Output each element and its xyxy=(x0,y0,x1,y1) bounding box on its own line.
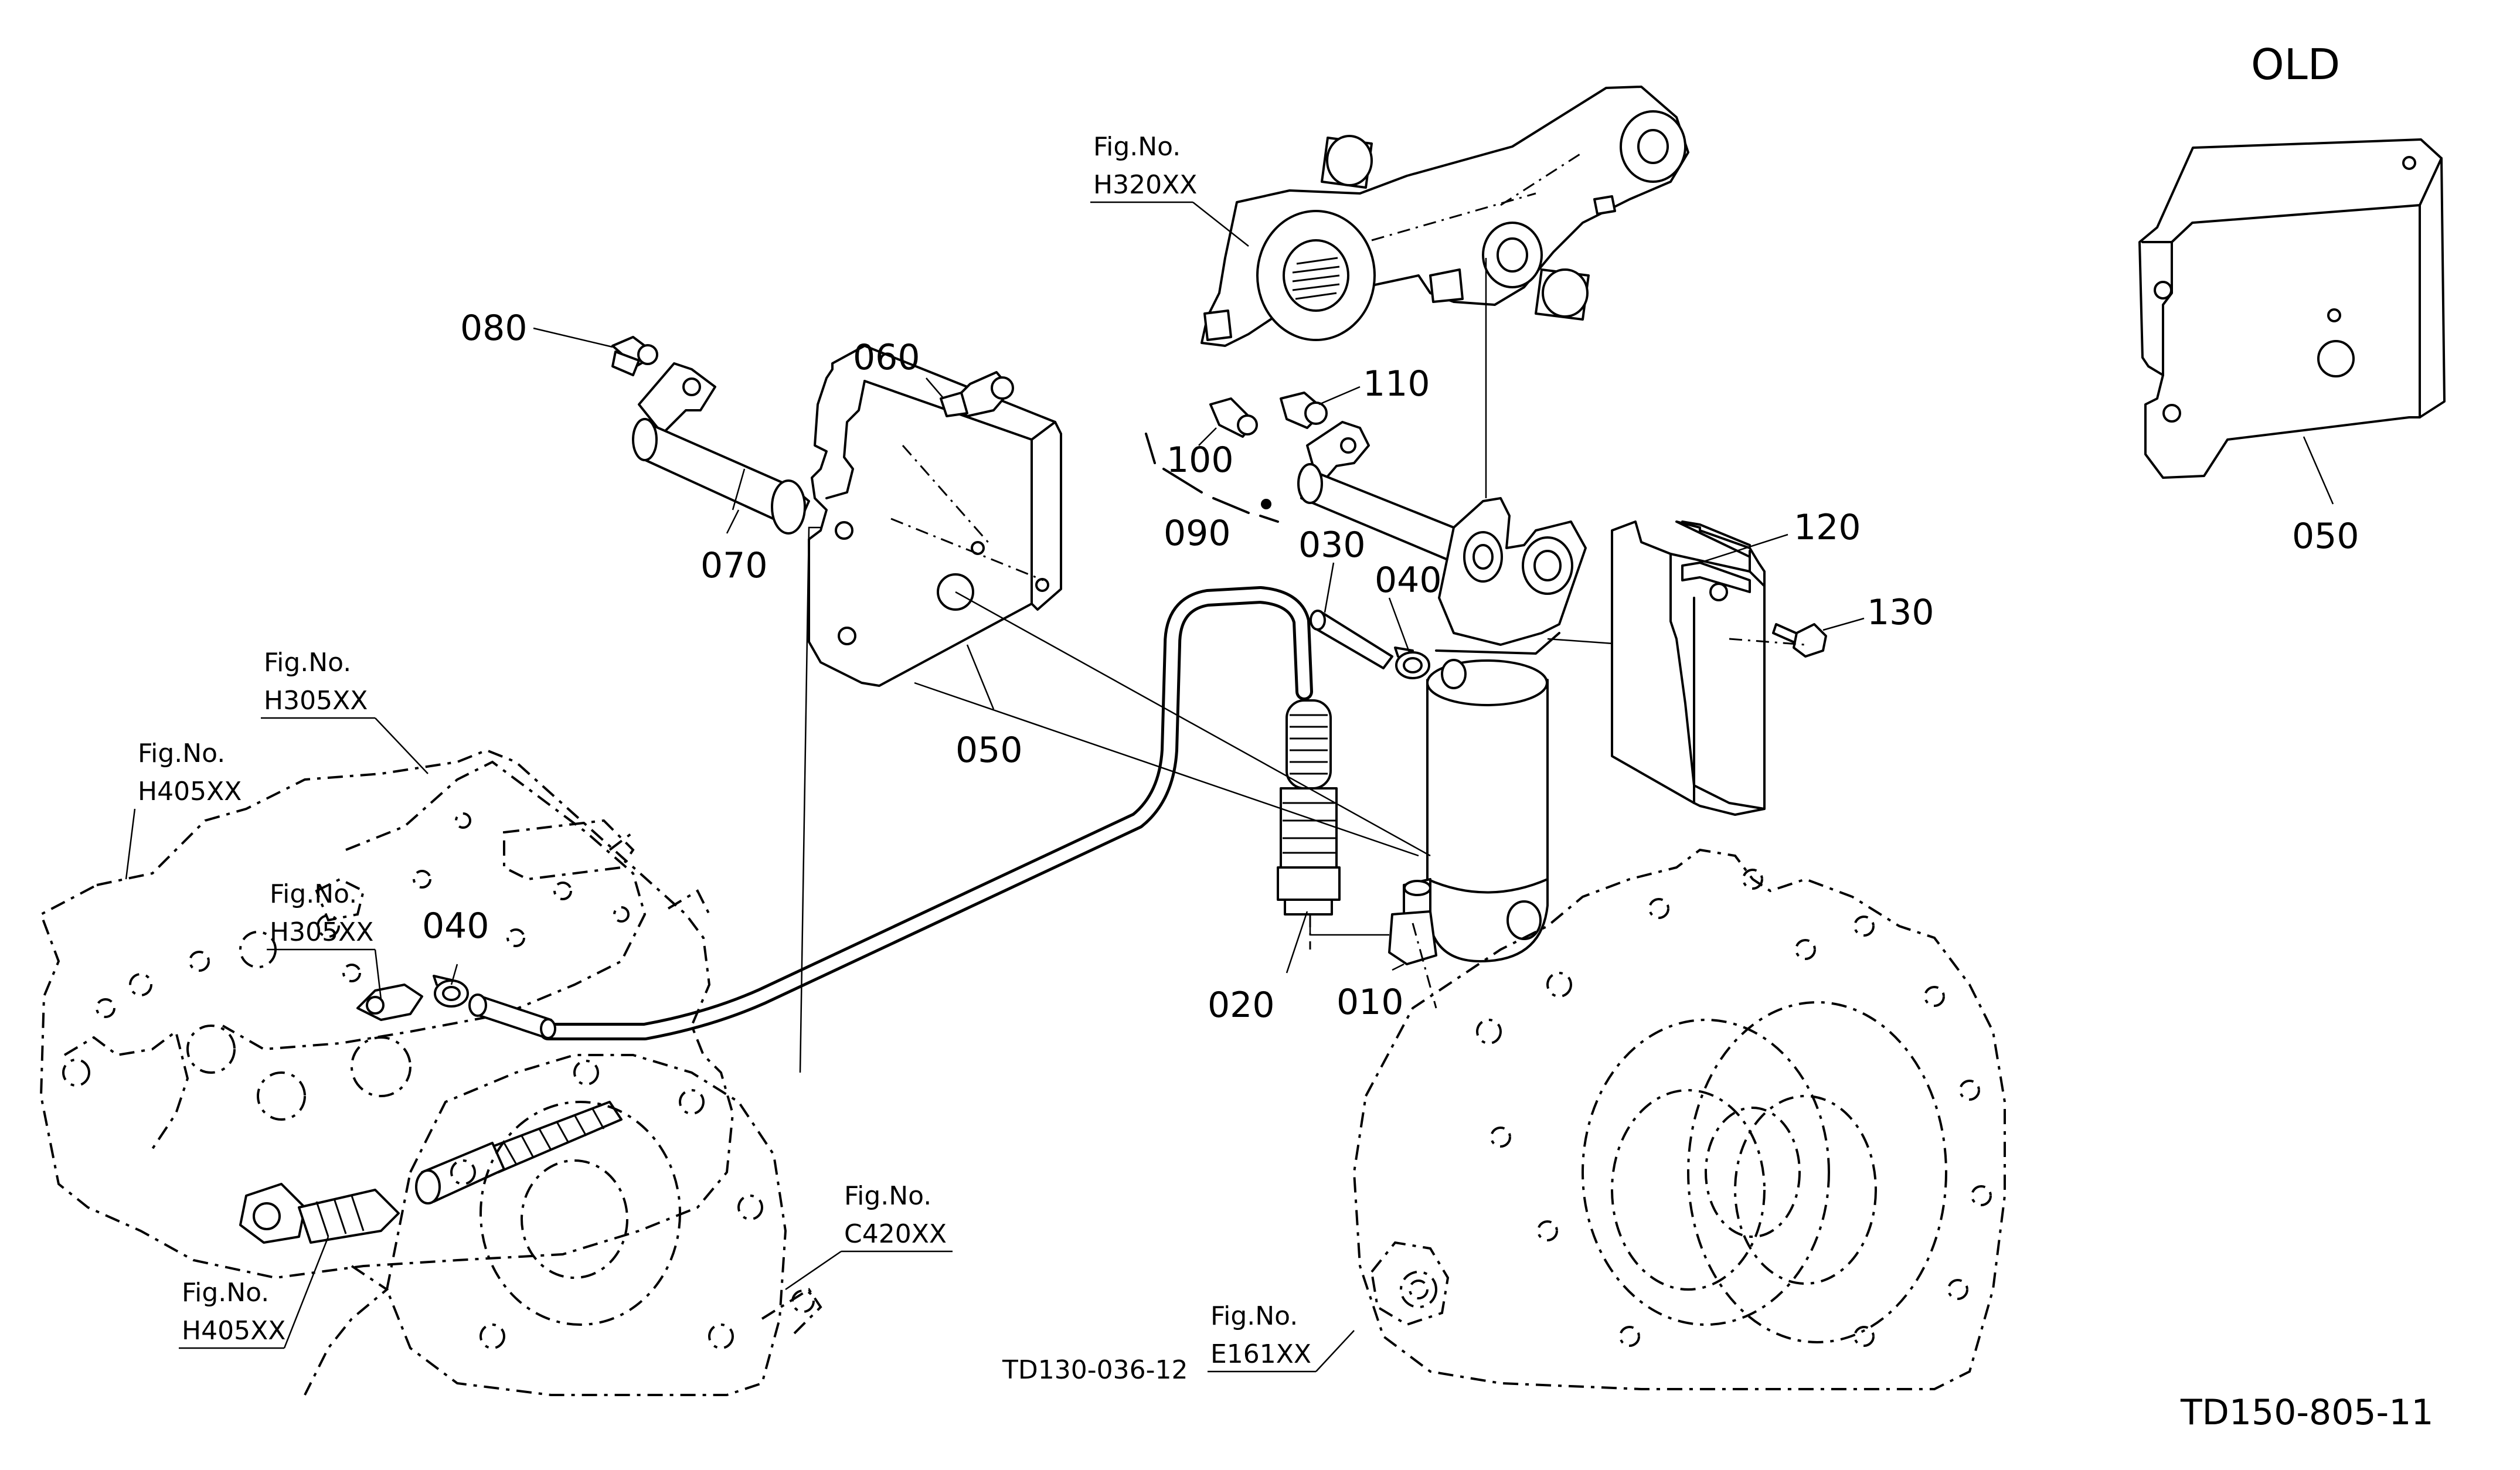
hose-sleeve-left xyxy=(468,993,556,1039)
part-label-110: 110 xyxy=(1363,363,1430,404)
fig-ref-h405-lower-line1: Fig.No. xyxy=(182,1278,269,1308)
fig-ref-h405-upper-line1: Fig.No. xyxy=(138,739,225,768)
part-label-080: 080 xyxy=(460,308,528,349)
lift-cylinder xyxy=(1426,497,1630,962)
hose-end-020 xyxy=(1277,699,1341,916)
figure-references: Fig.No. H320XX Fig.No. H305XX Fig.No. H4… xyxy=(125,132,1355,1373)
fig-ref-c420-line1: Fig.No. xyxy=(844,1181,931,1211)
old-label: OLD xyxy=(2251,40,2340,89)
grease-fitting-100 xyxy=(1209,397,1258,438)
cover-plate-120 xyxy=(1611,520,1766,816)
fig-ref-h305-lower-line2: H305XX xyxy=(270,917,373,947)
fig-ref-h405-upper-line2: H405XX xyxy=(138,777,242,807)
elbow-010 xyxy=(1309,878,1437,965)
fig-ref-h405-lower-line2: H405XX xyxy=(182,1316,285,1346)
hose-end-lower-left xyxy=(239,1101,623,1244)
part-label-120: 120 xyxy=(1794,507,1861,548)
part-label-030: 030 xyxy=(1298,525,1366,566)
clamp-040-top xyxy=(1394,646,1430,679)
elbow-fitting-left xyxy=(356,984,423,1021)
fig-ref-h305-upper-line1: Fig.No. xyxy=(264,648,351,678)
bolt-130 xyxy=(1772,623,1827,658)
fig-ref-e161-line2: E161XX xyxy=(1210,1339,1311,1369)
lift-arm-h320 xyxy=(1201,86,1689,498)
fig-ref-h305-lower-line1: Fig.No. xyxy=(270,879,357,909)
sleeve-030 xyxy=(1310,610,1393,669)
clamp-040-left xyxy=(433,975,469,1008)
valve-housing-left xyxy=(39,748,734,1280)
grease-fitting-080 xyxy=(611,336,658,376)
part-label-040-top: 040 xyxy=(1375,560,1442,601)
fig-ref-c420-line2: C420XX xyxy=(844,1219,947,1249)
gearcase-c420 xyxy=(304,1054,822,1396)
part-label-130: 130 xyxy=(1867,592,1934,633)
part-label-050-old: 050 xyxy=(2292,516,2359,557)
hydraulic-hose xyxy=(539,586,1313,1040)
transmission-case-e161 xyxy=(1352,848,2006,1390)
part-label-100: 100 xyxy=(1167,440,1234,481)
part-label-010: 010 xyxy=(1336,982,1404,1023)
pin-090 xyxy=(1145,421,1472,564)
grease-fitting-110 xyxy=(1280,392,1328,429)
bracket-050 xyxy=(808,345,1062,687)
part-labels: 080 060 070 050 110 100 090 030 040 120 … xyxy=(422,308,2359,1026)
part-label-020: 020 xyxy=(1208,985,1275,1026)
inset-drawing-code: TD130-036-12 xyxy=(1002,1355,1188,1385)
part-label-050: 050 xyxy=(955,730,1023,771)
grease-fitting-060 xyxy=(940,371,1014,417)
part-label-090: 090 xyxy=(1164,513,1231,554)
part-label-040-left: 040 xyxy=(422,906,489,947)
part-label-070: 070 xyxy=(700,545,768,586)
old-bracket-050 xyxy=(2138,138,2446,479)
part-label-060: 060 xyxy=(853,337,920,378)
drawing-code: TD150-805-11 xyxy=(2180,1392,2434,1433)
fig-ref-h305-upper-line2: H305XX xyxy=(264,686,368,716)
fig-ref-e161-line1: Fig.No. xyxy=(1210,1301,1298,1331)
fig-ref-h320-line2: H320XX xyxy=(1093,170,1197,200)
fig-ref-h320-line1: Fig.No. xyxy=(1093,132,1181,162)
pin-070 xyxy=(632,362,810,535)
